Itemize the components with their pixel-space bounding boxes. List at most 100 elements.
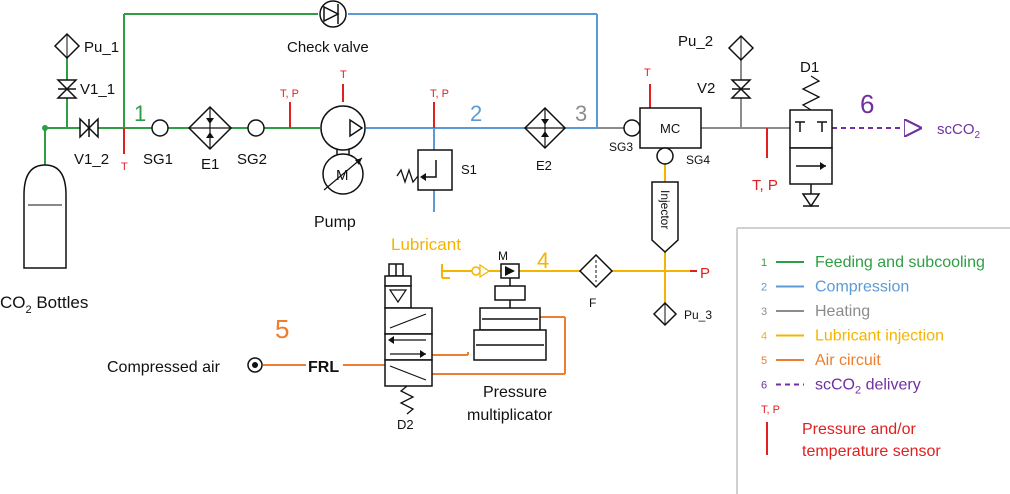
- stage-number-2: 2: [470, 101, 482, 126]
- heat-exchanger-e2: E2: [523, 106, 567, 173]
- d1-label: D1: [800, 59, 819, 76]
- stage-number-4: 4: [537, 248, 549, 273]
- stage-number-3: 3: [575, 101, 587, 126]
- sensor-p-label: P: [700, 265, 710, 282]
- sco2-output-label: scCO2: [937, 121, 981, 141]
- legend-sensor-tag: T, P: [761, 404, 780, 416]
- stage-number-1: 1: [134, 101, 146, 126]
- sight-glass-sg3: SG3: [609, 119, 641, 154]
- legend-item: 1 Feeding and subcooling: [761, 254, 985, 271]
- sensor-p: P: [690, 265, 710, 282]
- legend-number: 2: [761, 282, 767, 294]
- sensor-tp-3-label: T, P: [752, 177, 778, 194]
- v2-label: V2: [697, 80, 715, 97]
- sg1-label: SG1: [143, 151, 173, 168]
- pu2-label: Pu_2: [678, 33, 713, 50]
- injector: Injector: [651, 181, 679, 254]
- legend-number: 1: [761, 257, 767, 269]
- pu3-label: Pu_3: [684, 308, 712, 322]
- sensor-t-3-label: T: [644, 67, 651, 79]
- valve-v1-1: V1_1: [56, 79, 115, 99]
- pressure-mult-label-1: Pressure: [483, 384, 547, 401]
- pressure-multiplicator: Pressure multiplicator: [467, 285, 553, 424]
- stage-number-5: 5: [275, 314, 289, 344]
- stage-number-6: 6: [860, 89, 874, 119]
- lubricant-label: Lubricant: [391, 235, 461, 254]
- junction-dot: [42, 125, 48, 131]
- filter-pu3: Pu_3: [652, 301, 712, 327]
- mixing-chamber-mc: T MC: [639, 67, 702, 149]
- v1-1-label: V1_1: [80, 81, 115, 98]
- directional-valve-d1: D1: [789, 59, 833, 208]
- air-line: [263, 316, 566, 375]
- sight-glass-sg4: SG4: [656, 147, 710, 167]
- legend-number: 4: [761, 331, 767, 343]
- sight-glass-sg1: SG1: [143, 119, 173, 168]
- legend-item: 6 scCO2 delivery: [761, 377, 921, 397]
- legend-label: Lubricant injection: [815, 328, 944, 345]
- sensor-t-2-label: T: [340, 69, 347, 81]
- injector-label: Injector: [658, 190, 672, 229]
- filter-f: F: [578, 253, 614, 310]
- legend-number: 5: [761, 355, 767, 367]
- sight-glass-sg2: SG2: [237, 119, 267, 168]
- lub-motor-label: M: [498, 249, 508, 263]
- compressed-air-label: Compressed air: [107, 359, 221, 376]
- pressure-mult-label-2: multiplicator: [467, 407, 553, 424]
- sensor-tp-2: T, P: [430, 88, 449, 128]
- sg3-label: SG3: [609, 140, 633, 154]
- filter-pu1: Pu_1: [53, 32, 119, 60]
- pu1-label: Pu_1: [84, 39, 119, 56]
- legend-label: scCO2 delivery: [815, 377, 921, 397]
- heat-exchanger-e1: E1: [187, 105, 233, 173]
- valve-v1-2: V1_2: [74, 117, 109, 168]
- legend-item: 5 Air circuit: [761, 352, 881, 369]
- e2-label: E2: [536, 158, 552, 173]
- filter-pu2: Pu_2: [678, 33, 755, 62]
- legend-number: 3: [761, 306, 767, 318]
- bottles-label: CO2 Bottles: [0, 293, 88, 316]
- s1-label: S1: [461, 162, 477, 177]
- sensor-tp-1-label: T, P: [280, 88, 299, 100]
- legend-sensor: T, P Pressure and/or temperature sensor: [761, 404, 941, 460]
- lubricant-line: [441, 164, 690, 303]
- motor-label: M: [336, 167, 349, 184]
- lubricant-pump: M 4: [498, 248, 549, 286]
- check-valve: Check valve: [287, 0, 369, 56]
- legend-item: 2 Compression: [761, 279, 909, 296]
- bottle-shape: [23, 164, 67, 269]
- valve-v2: V2: [697, 79, 752, 99]
- legend-item: 3 Heating: [761, 303, 870, 320]
- directional-valve-d2: D2: [384, 263, 433, 432]
- sg2-label: SG2: [237, 151, 267, 168]
- v1-2-label: V1_2: [74, 151, 109, 168]
- frl-label: FRL: [308, 359, 339, 376]
- legend: 1 Feeding and subcooling 2 Compression 3 Heat…: [736, 227, 1010, 494]
- pump-label: Pump: [314, 214, 356, 231]
- legend-sensor-label-2: temperature sensor: [802, 443, 941, 460]
- legend-item: 4 Lubricant injection: [761, 328, 944, 345]
- legend-label: Compression: [815, 279, 909, 296]
- legend-number: 6: [761, 380, 767, 392]
- f-label: F: [589, 296, 596, 310]
- sensor-tp-2-label: T, P: [430, 88, 449, 100]
- sensor-t-1: T: [121, 128, 128, 173]
- legend-label: Feeding and subcooling: [815, 254, 985, 271]
- sg4-label: SG4: [686, 153, 710, 167]
- legend-label: Air circuit: [815, 352, 881, 369]
- sensor-t-1-label: T: [121, 161, 128, 173]
- legend-sensor-label-1: Pressure and/or: [802, 421, 917, 438]
- d2-label: D2: [397, 417, 414, 432]
- e1-label: E1: [201, 156, 219, 173]
- sensor-tp-1: T, P: [280, 88, 299, 128]
- sensor-tp-3: T, P: [752, 128, 778, 194]
- check-valve-label: Check valve: [287, 39, 369, 56]
- pump: T M Pump: [314, 69, 366, 231]
- air-source: [247, 357, 263, 373]
- co2-bottles: CO2 Bottles: [0, 164, 88, 316]
- legend-label: Heating: [815, 303, 870, 320]
- safety-valve-s1: S1: [396, 149, 477, 191]
- mc-label: MC: [660, 121, 680, 136]
- lubricant-check-valve: [471, 263, 501, 279]
